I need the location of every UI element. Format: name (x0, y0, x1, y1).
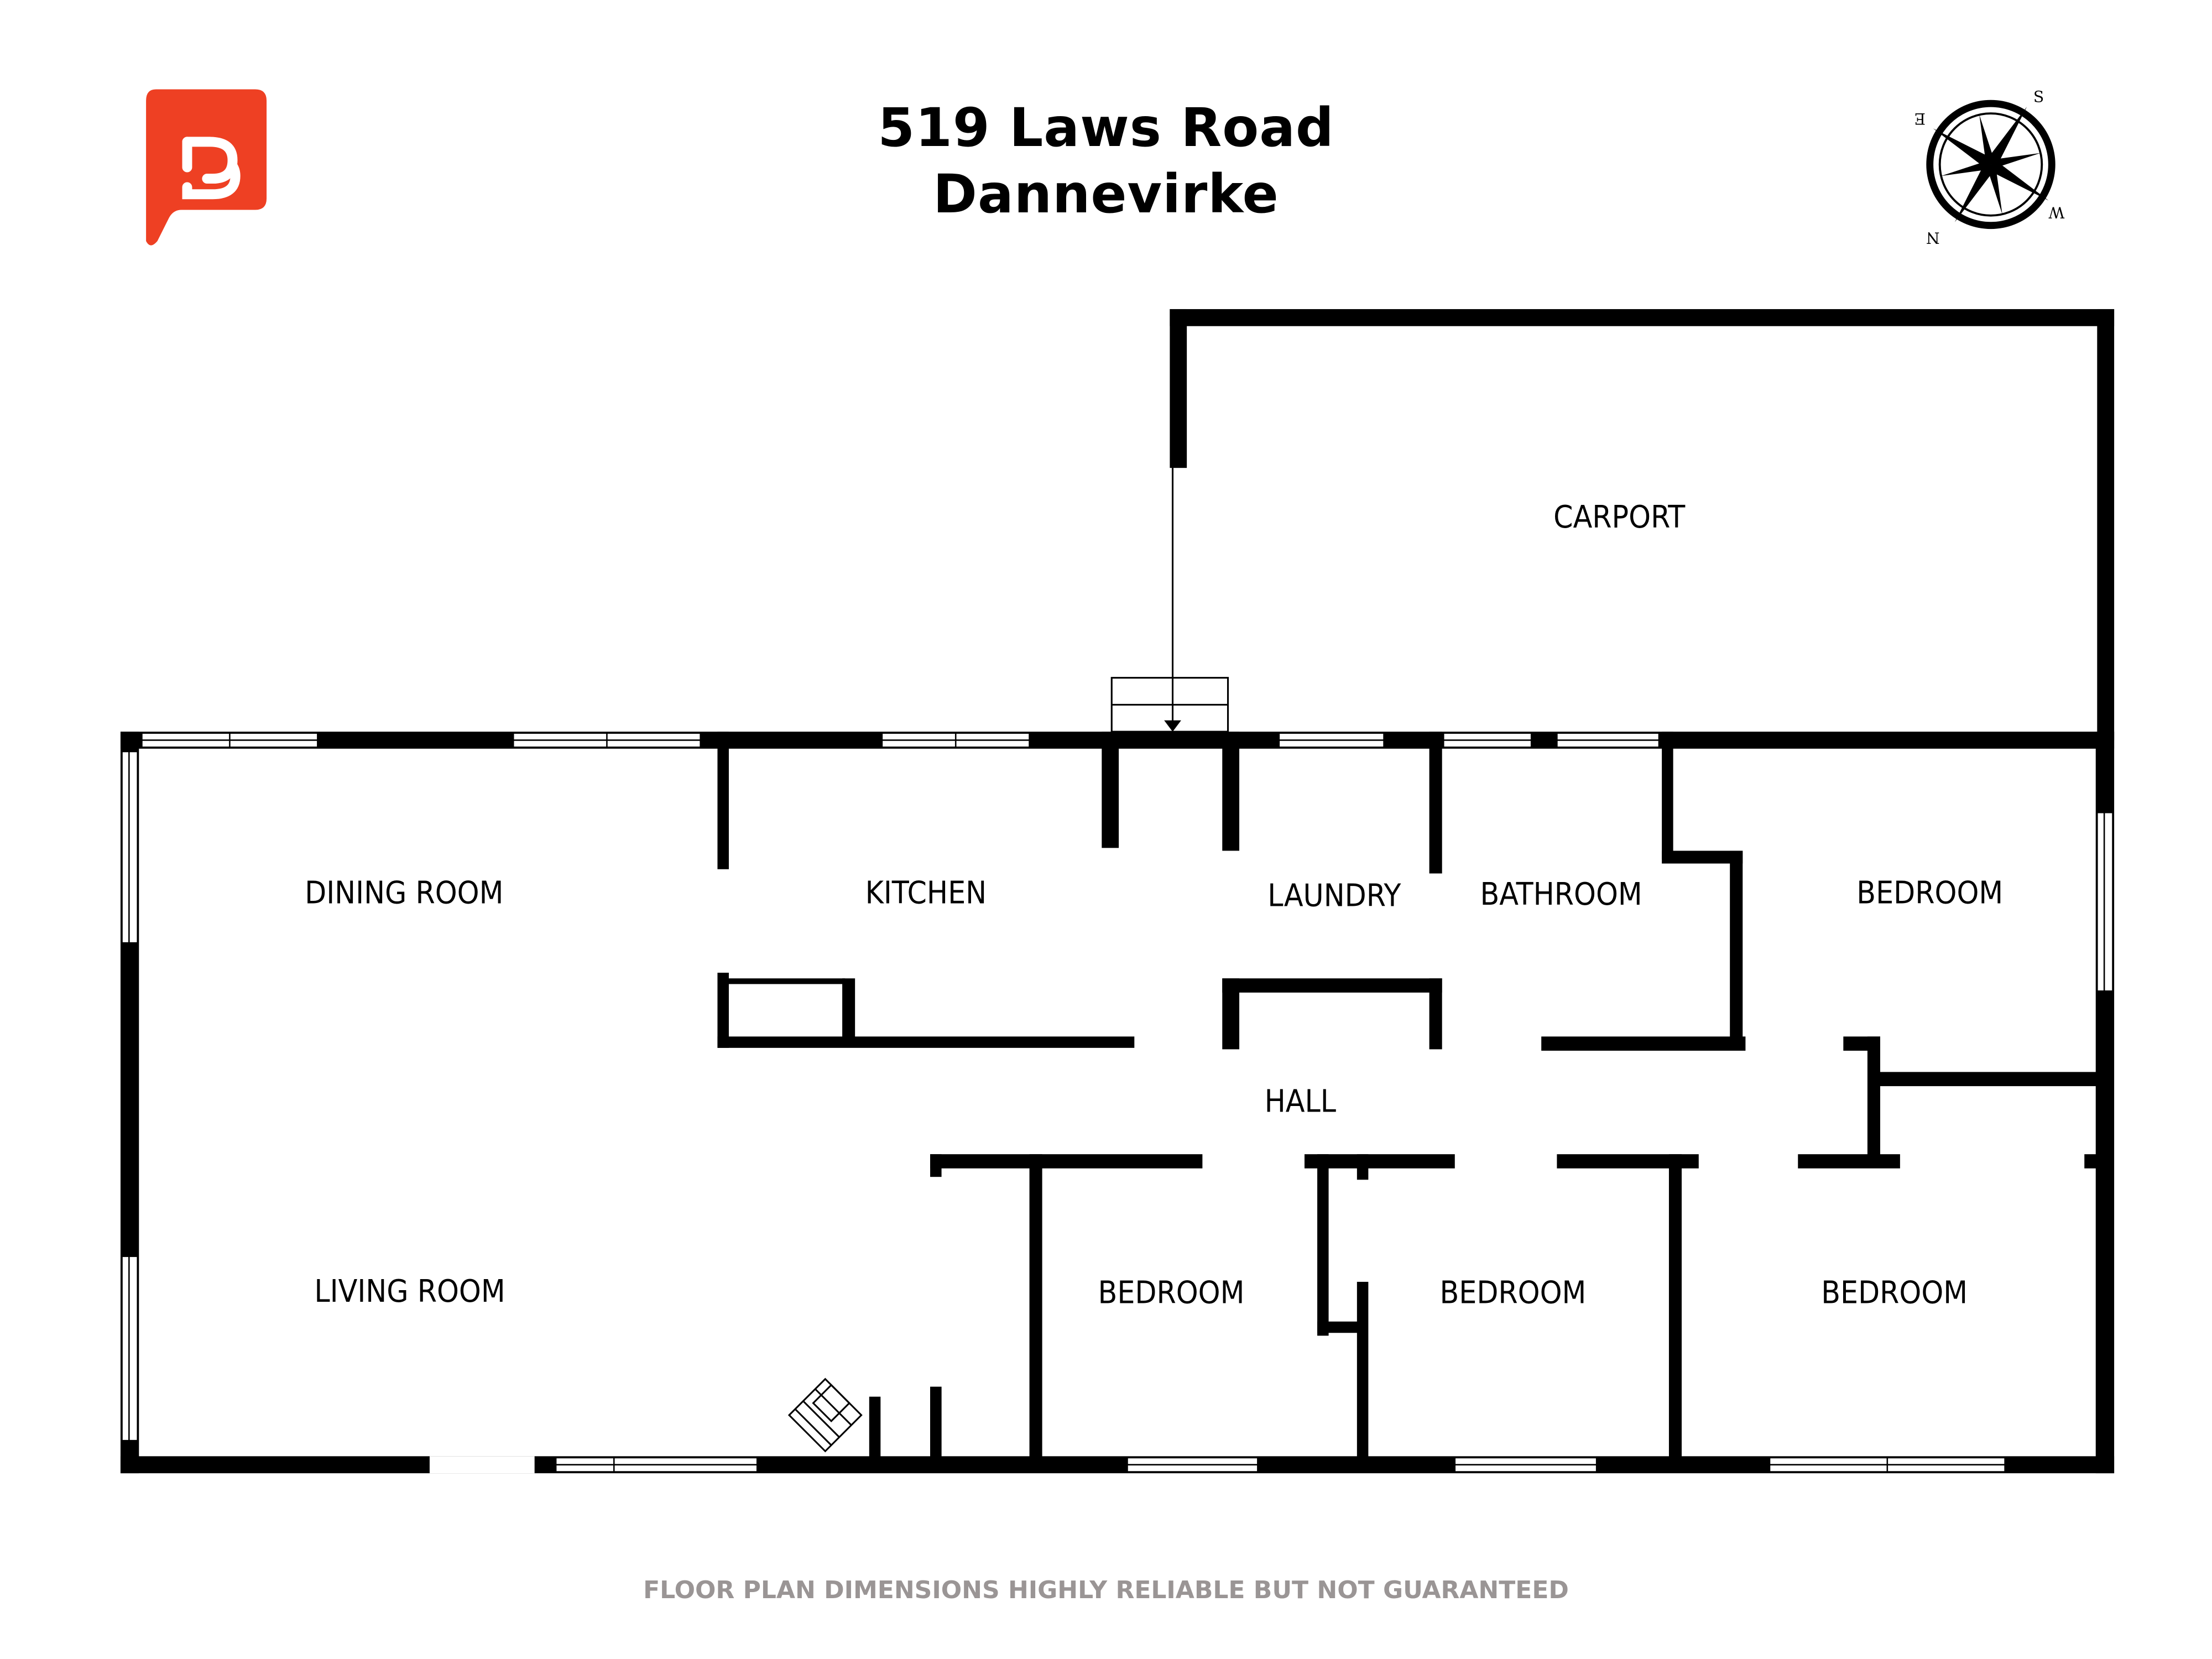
fireplace-icon (787, 1378, 863, 1453)
room-label-bedroom-ne: BEDROOM (1856, 875, 2003, 911)
room-label-bathroom: BATHROOM (1480, 877, 1642, 912)
compass-west-label: W (2048, 203, 2064, 221)
room-label-bedroom-3: BEDROOM (1821, 1275, 1968, 1311)
compass-rose-icon: N S E W (1914, 88, 2064, 247)
room-label-dining-room: DINING ROOM (305, 875, 503, 911)
room-label-carport: CARPORT (1553, 499, 1686, 535)
disclaimer-text: FLOOR PLAN DIMENSIONS HIGHLY RELIABLE BU… (643, 1576, 1569, 1604)
compass-south-label: S (2033, 88, 2044, 106)
compass-north-label: N (1926, 229, 1940, 247)
compass-east-label: E (1914, 109, 1926, 128)
room-label-kitchen: KITCHEN (865, 875, 987, 911)
brand-logo-icon (146, 89, 267, 246)
address-line-1: 519 Laws Road (878, 97, 1334, 159)
carport-walls (1164, 309, 2115, 740)
windows (121, 732, 2114, 1474)
room-label-laundry: LAUNDRY (1267, 878, 1401, 914)
address-line-2: Dannevirke (933, 163, 1279, 225)
room-label-living-room: LIVING ROOM (314, 1274, 505, 1310)
room-label-bedroom-2: BEDROOM (1439, 1275, 1586, 1311)
interior-walls (717, 732, 2099, 1461)
room-label-bedroom-1: BEDROOM (1098, 1275, 1245, 1311)
room-label-hall: HALL (1265, 1083, 1337, 1119)
